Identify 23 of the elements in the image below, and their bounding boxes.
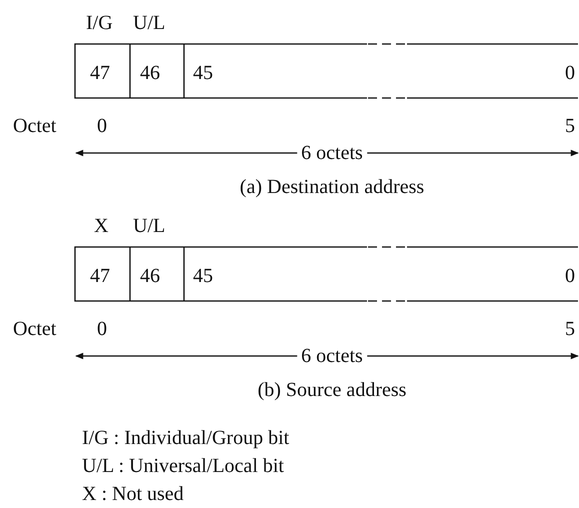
bit-number: 45 <box>193 62 213 85</box>
bit-flag-label: U/L <box>133 215 166 238</box>
bit-number: 0 <box>565 265 575 288</box>
bit-number: 45 <box>193 265 213 288</box>
figure-caption: (a) Destination address <box>240 176 424 199</box>
legend-note: I/G : Individual/Group bit <box>82 427 290 450</box>
octet-label: Octet <box>13 115 56 138</box>
bit-number: 46 <box>140 265 160 288</box>
bit-number: 46 <box>140 62 160 85</box>
legend-note: U/L : Universal/Local bit <box>82 455 284 478</box>
octet-number: 5 <box>565 318 575 341</box>
bit-flag-label: I/G <box>86 12 113 35</box>
octet-label: Octet <box>13 318 56 341</box>
bit-number: 47 <box>90 62 110 85</box>
bit-number: 0 <box>565 62 575 85</box>
octet-number: 0 <box>97 318 107 341</box>
octet-number: 5 <box>565 115 575 138</box>
legend-note: X : Not used <box>82 483 184 506</box>
bit-number: 47 <box>90 265 110 288</box>
figure-caption: (b) Source address <box>258 379 406 402</box>
octet-number: 0 <box>97 115 107 138</box>
bit-flag-label: U/L <box>133 12 166 35</box>
bit-flag-label: X <box>94 215 108 238</box>
